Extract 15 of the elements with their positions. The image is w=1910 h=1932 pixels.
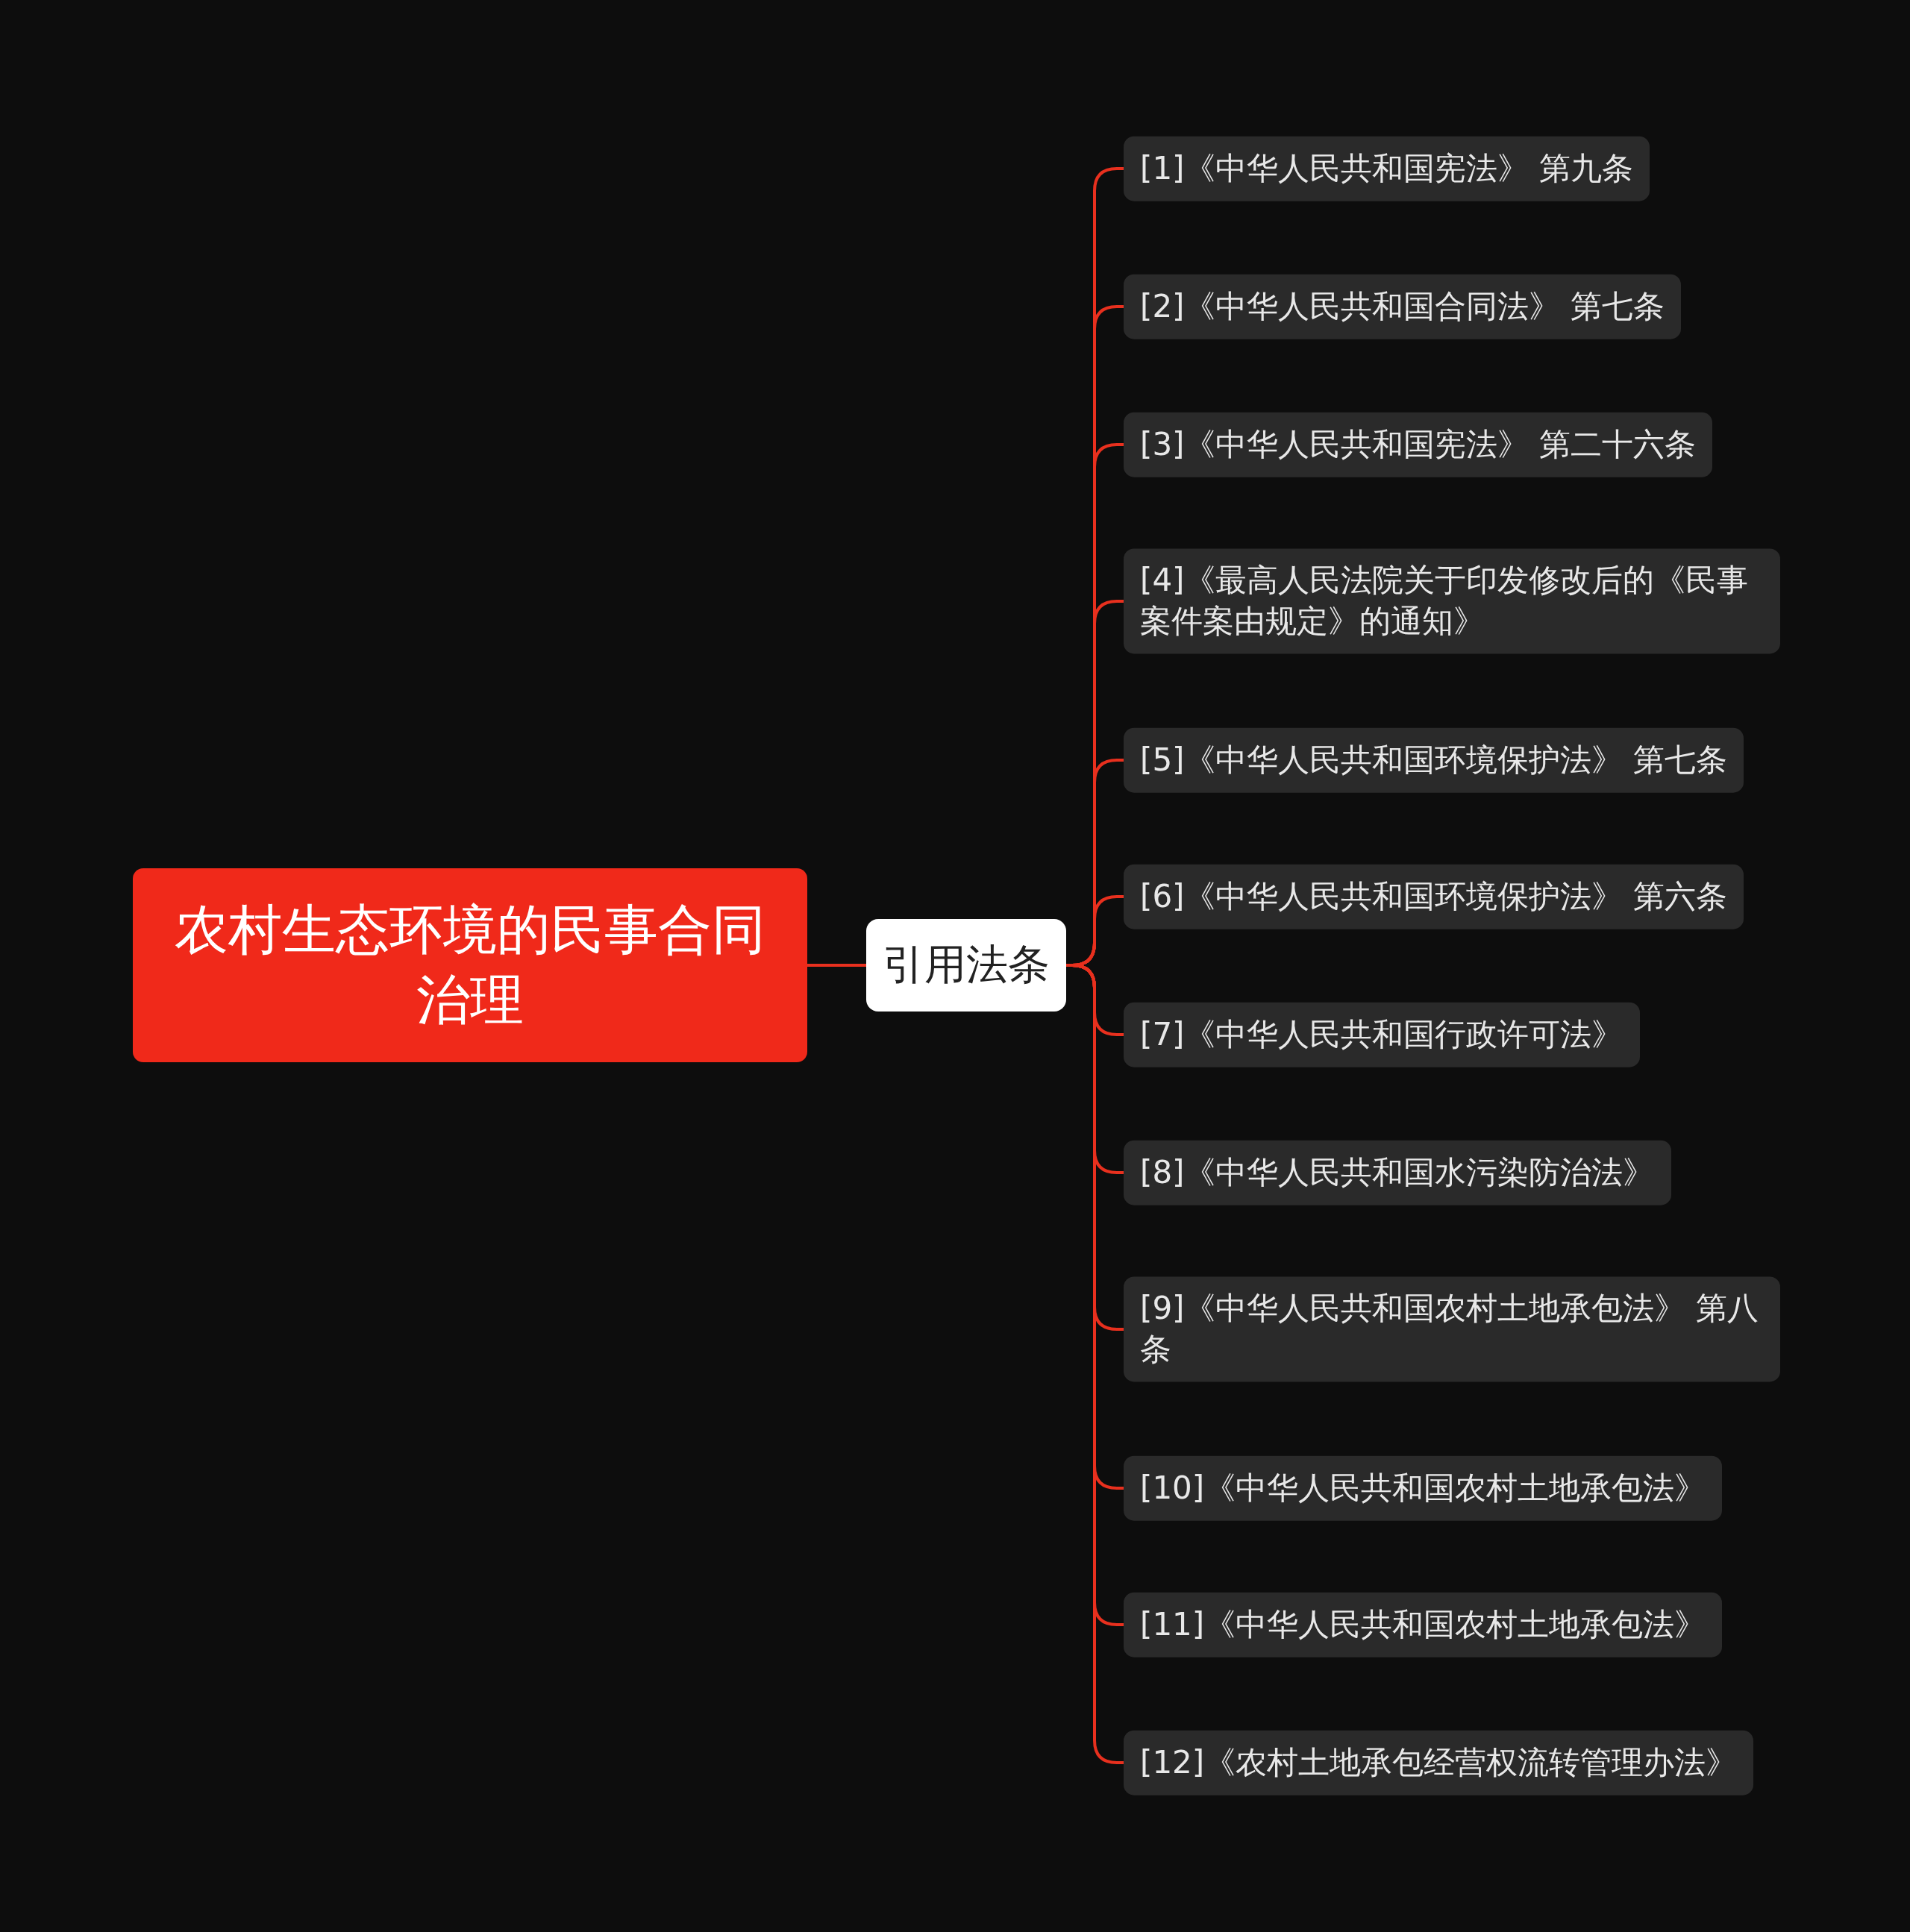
connector-line <box>807 964 866 967</box>
citation-box: [8]《中华人民共和国水污染防治法》 <box>1124 1140 1671 1205</box>
citation-box: [3]《中华人民共和国宪法》 第二十六条 <box>1124 412 1712 477</box>
citation-box: [10]《中华人民共和国农村土地承包法》 <box>1124 1455 1723 1521</box>
citation-box: [2]《中华人民共和国合同法》 第七条 <box>1124 274 1681 339</box>
citation-box: [11]《中华人民共和国农村土地承包法》 <box>1124 1592 1723 1657</box>
branch-box: 引用法条 <box>866 919 1066 1012</box>
topic-box: 农村生态环境的民事合同治理 <box>133 868 807 1062</box>
citation-box: [9]《中华人民共和国农村土地承包法》 第八条 <box>1124 1276 1780 1382</box>
citation-box: [1]《中华人民共和国宪法》 第九条 <box>1124 136 1650 201</box>
citation-box: [5]《中华人民共和国环境保护法》 第七条 <box>1124 727 1744 793</box>
citation-box: [4]《最高人民法院关于印发修改后的《民事案件案由规定》的通知》 <box>1124 548 1780 654</box>
citation-box: [7]《中华人民共和国行政许可法》 <box>1124 1002 1640 1067</box>
citation-box: [12]《农村土地承包经营权流转管理办法》 <box>1124 1730 1754 1795</box>
citation-box: [6]《中华人民共和国环境保护法》 第六条 <box>1124 864 1744 929</box>
